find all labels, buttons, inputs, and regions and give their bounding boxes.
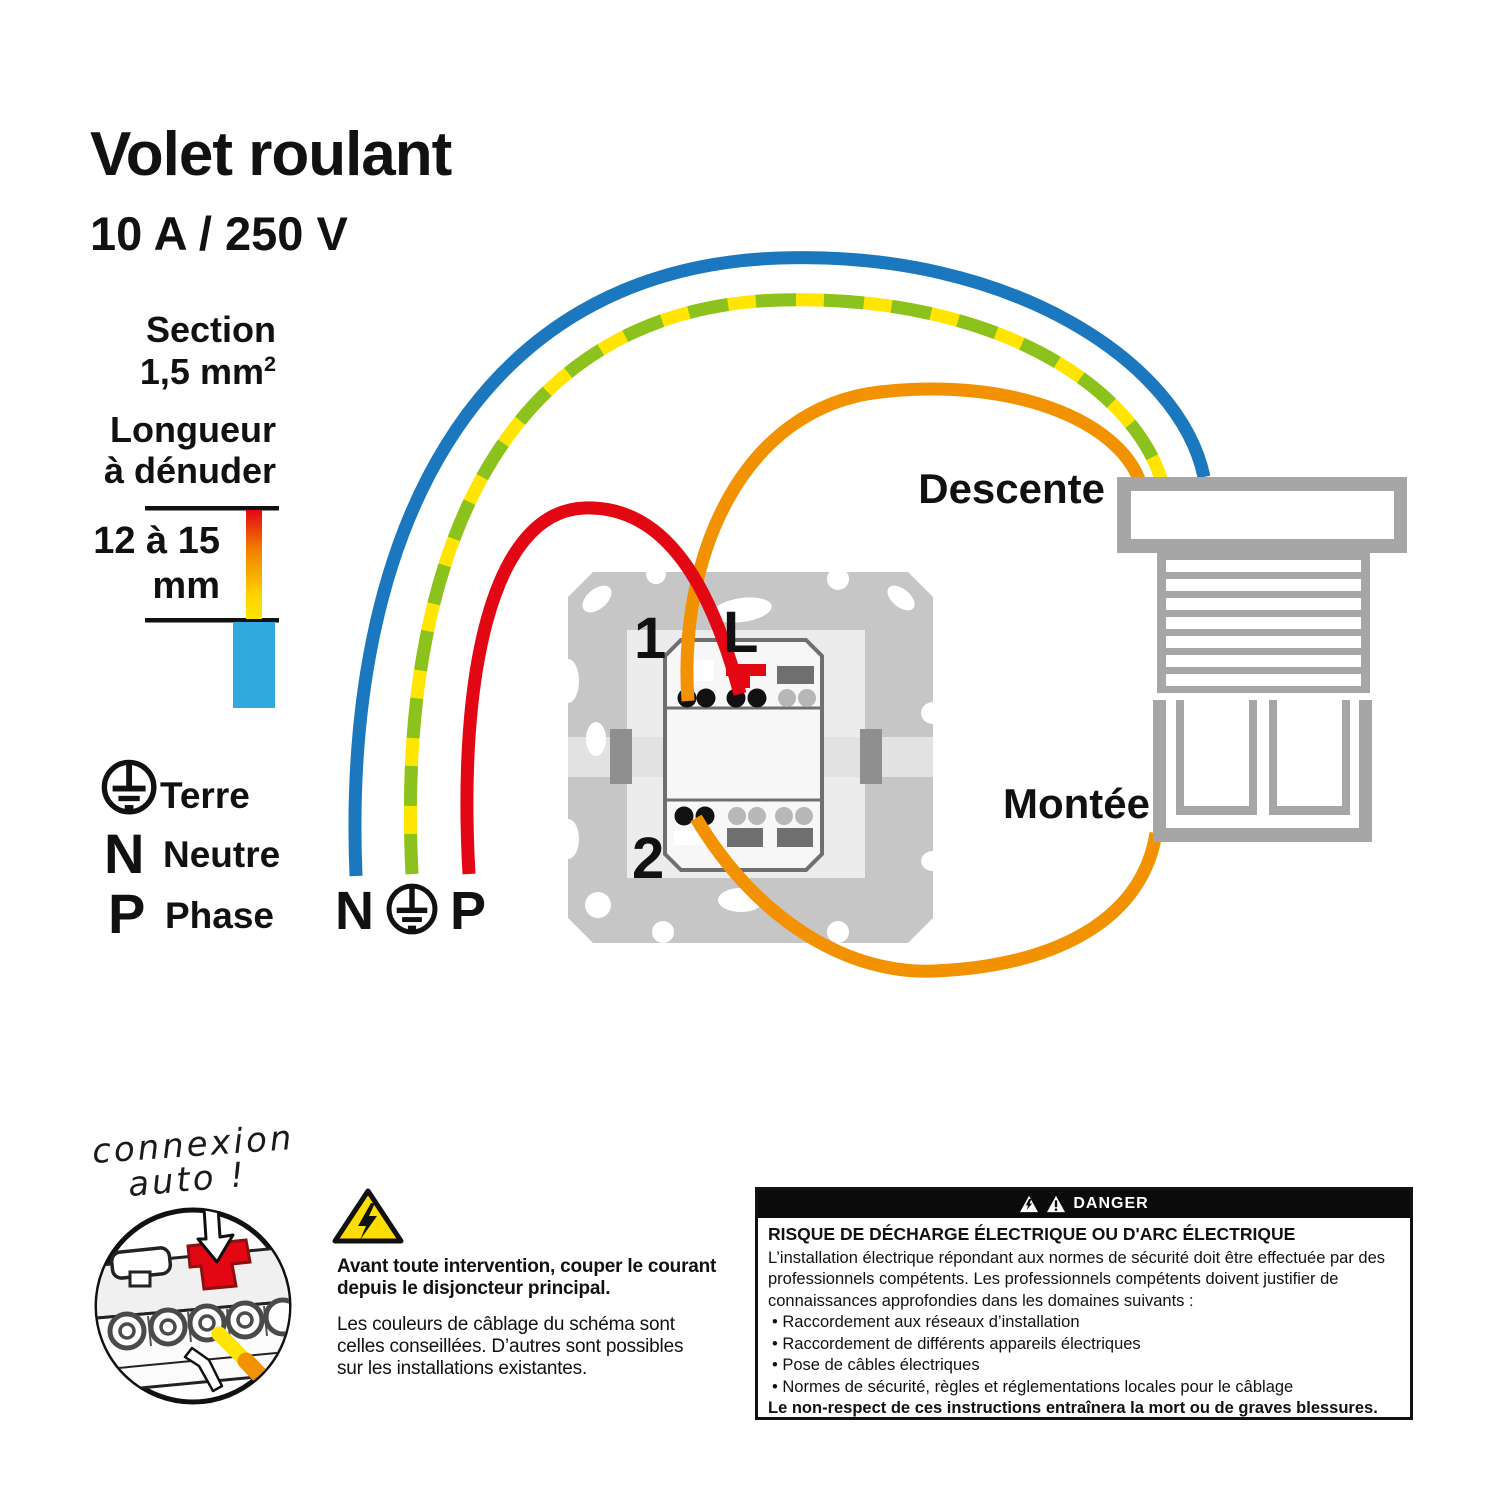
montee-wire bbox=[690, 814, 1163, 978]
roller-shutter bbox=[1117, 477, 1407, 842]
danger-header: DANGER bbox=[758, 1190, 1410, 1218]
high-voltage-warning-icon bbox=[332, 1188, 404, 1244]
switch-mechanism bbox=[557, 564, 945, 943]
earth-symbol-icon bbox=[389, 886, 435, 932]
insert-arrow-icon bbox=[183, 1346, 224, 1393]
phase-wire bbox=[460, 501, 747, 875]
warning-regular-text: Les couleurs de câblage du schéma sont c… bbox=[337, 1314, 684, 1379]
white-lever bbox=[109, 1246, 173, 1288]
red-lever bbox=[186, 1238, 252, 1291]
wire-label-p: P bbox=[450, 881, 487, 941]
danger-title: RISQUE DE DÉCHARGE ÉLECTRIQUE OU D'ARC É… bbox=[768, 1224, 1296, 1244]
exclamation-warning-icon bbox=[1047, 1195, 1066, 1213]
montee-label: Montée bbox=[1003, 780, 1150, 827]
danger-body: RISQUE DE DÉCHARGE ÉLECTRIQUE OU D'ARC É… bbox=[758, 1218, 1410, 1420]
danger-bullet: Normes de sécurité, règles et réglementa… bbox=[768, 1377, 1400, 1399]
strip-label-line1: Longueur bbox=[110, 409, 276, 450]
warning-bold-text: Avant toute intervention, couper le cour… bbox=[337, 1256, 717, 1299]
legend-phase-label: Phase bbox=[165, 895, 275, 936]
strip-value-line1: 12 à 15 bbox=[93, 520, 220, 562]
legend-terre-label: Terre bbox=[160, 775, 250, 816]
strip-label-line2: à dénuder bbox=[103, 450, 276, 491]
earth-symbol-icon bbox=[104, 762, 153, 811]
terminal-label-2: 2 bbox=[632, 826, 665, 891]
danger-header-label: DANGER bbox=[1073, 1195, 1149, 1212]
electric-hazard-icon bbox=[1020, 1195, 1039, 1213]
connexion-auto-illustration bbox=[94, 1207, 292, 1405]
strip-length-graphic bbox=[145, 506, 279, 708]
window bbox=[1153, 700, 1372, 842]
section-label: Section bbox=[145, 309, 276, 350]
ground-wire bbox=[403, 293, 1171, 875]
page-subtitle: 10 A / 250 V bbox=[90, 207, 348, 260]
terminal-label-l: L bbox=[723, 600, 759, 665]
connexion-auto-line2: auto ! bbox=[126, 1154, 249, 1206]
legend-neutre-letter: N bbox=[104, 822, 145, 885]
danger-bullet: Raccordement de différents appareils éle… bbox=[768, 1334, 1400, 1356]
shutter-slats bbox=[1157, 553, 1370, 693]
terminal-label-1: 1 bbox=[634, 606, 667, 671]
danger-box: DANGER RISQUE DE DÉCHARGE ÉLECTRIQUE OU … bbox=[755, 1187, 1413, 1420]
page-title: Volet roulant bbox=[90, 120, 452, 189]
strip-value-line2: mm bbox=[152, 565, 220, 607]
legend-phase-letter: P bbox=[108, 882, 146, 945]
descente-label: Descente bbox=[918, 465, 1105, 512]
section-value: 1,5 mm2 bbox=[139, 351, 276, 392]
neutral-wire bbox=[348, 251, 1211, 877]
wire-label-n: N bbox=[335, 881, 374, 941]
danger-bullet: Pose de câbles électriques bbox=[768, 1355, 1400, 1377]
danger-footer: Le non-respect de ces instructions entra… bbox=[768, 1399, 1378, 1417]
terminal-holes bbox=[107, 1297, 289, 1351]
danger-intro: L’installation électrique répondant aux … bbox=[768, 1248, 1386, 1310]
danger-bullet: Raccordement aux réseaux d’installation bbox=[768, 1312, 1400, 1334]
plate-cutouts bbox=[557, 564, 945, 943]
legend-neutre-label: Neutre bbox=[163, 834, 281, 875]
